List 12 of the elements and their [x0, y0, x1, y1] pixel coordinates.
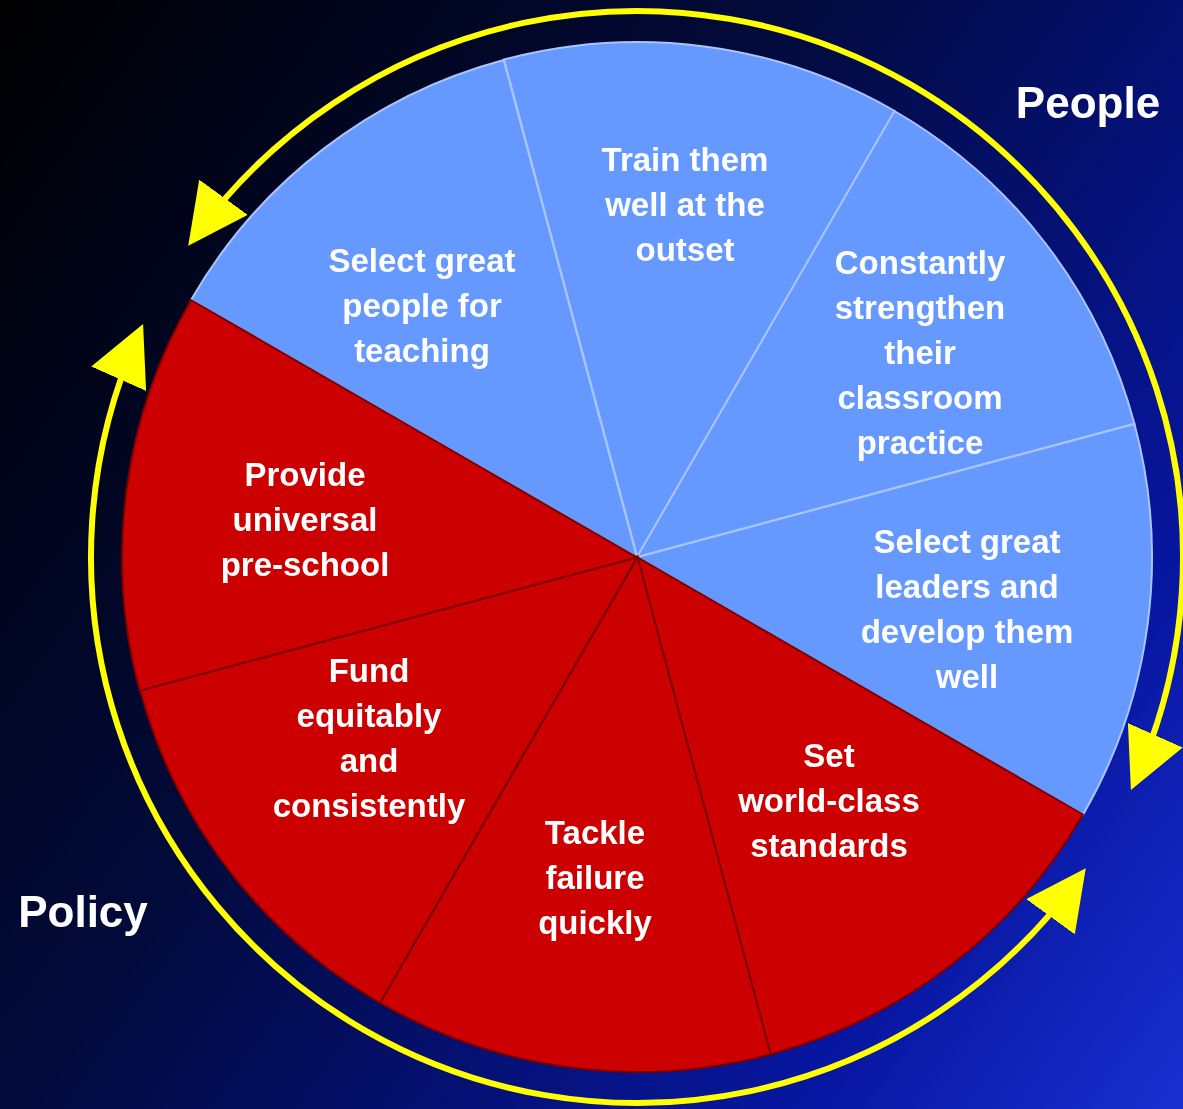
slice-label: Select great people for teaching: [327, 240, 517, 371]
slice-label: Provide universal pre-school: [219, 454, 391, 585]
slice-label: Set world-class standards: [737, 735, 921, 866]
group-label: People: [1015, 78, 1161, 128]
slice-label: Select great leaders and develop them well: [859, 522, 1075, 697]
slice-label: Fund equitably and consistently: [271, 651, 467, 826]
slice-label: Train them well at the outset: [600, 139, 770, 270]
slice-label: Tackle failure quickly: [537, 812, 653, 943]
cycle-arrow: [88, 323, 1087, 1106]
cycle-arrow: [187, 8, 1183, 791]
group-label: Policy: [18, 887, 148, 937]
slice-label: Constantly strengthen their classroom practice: [833, 242, 1007, 463]
